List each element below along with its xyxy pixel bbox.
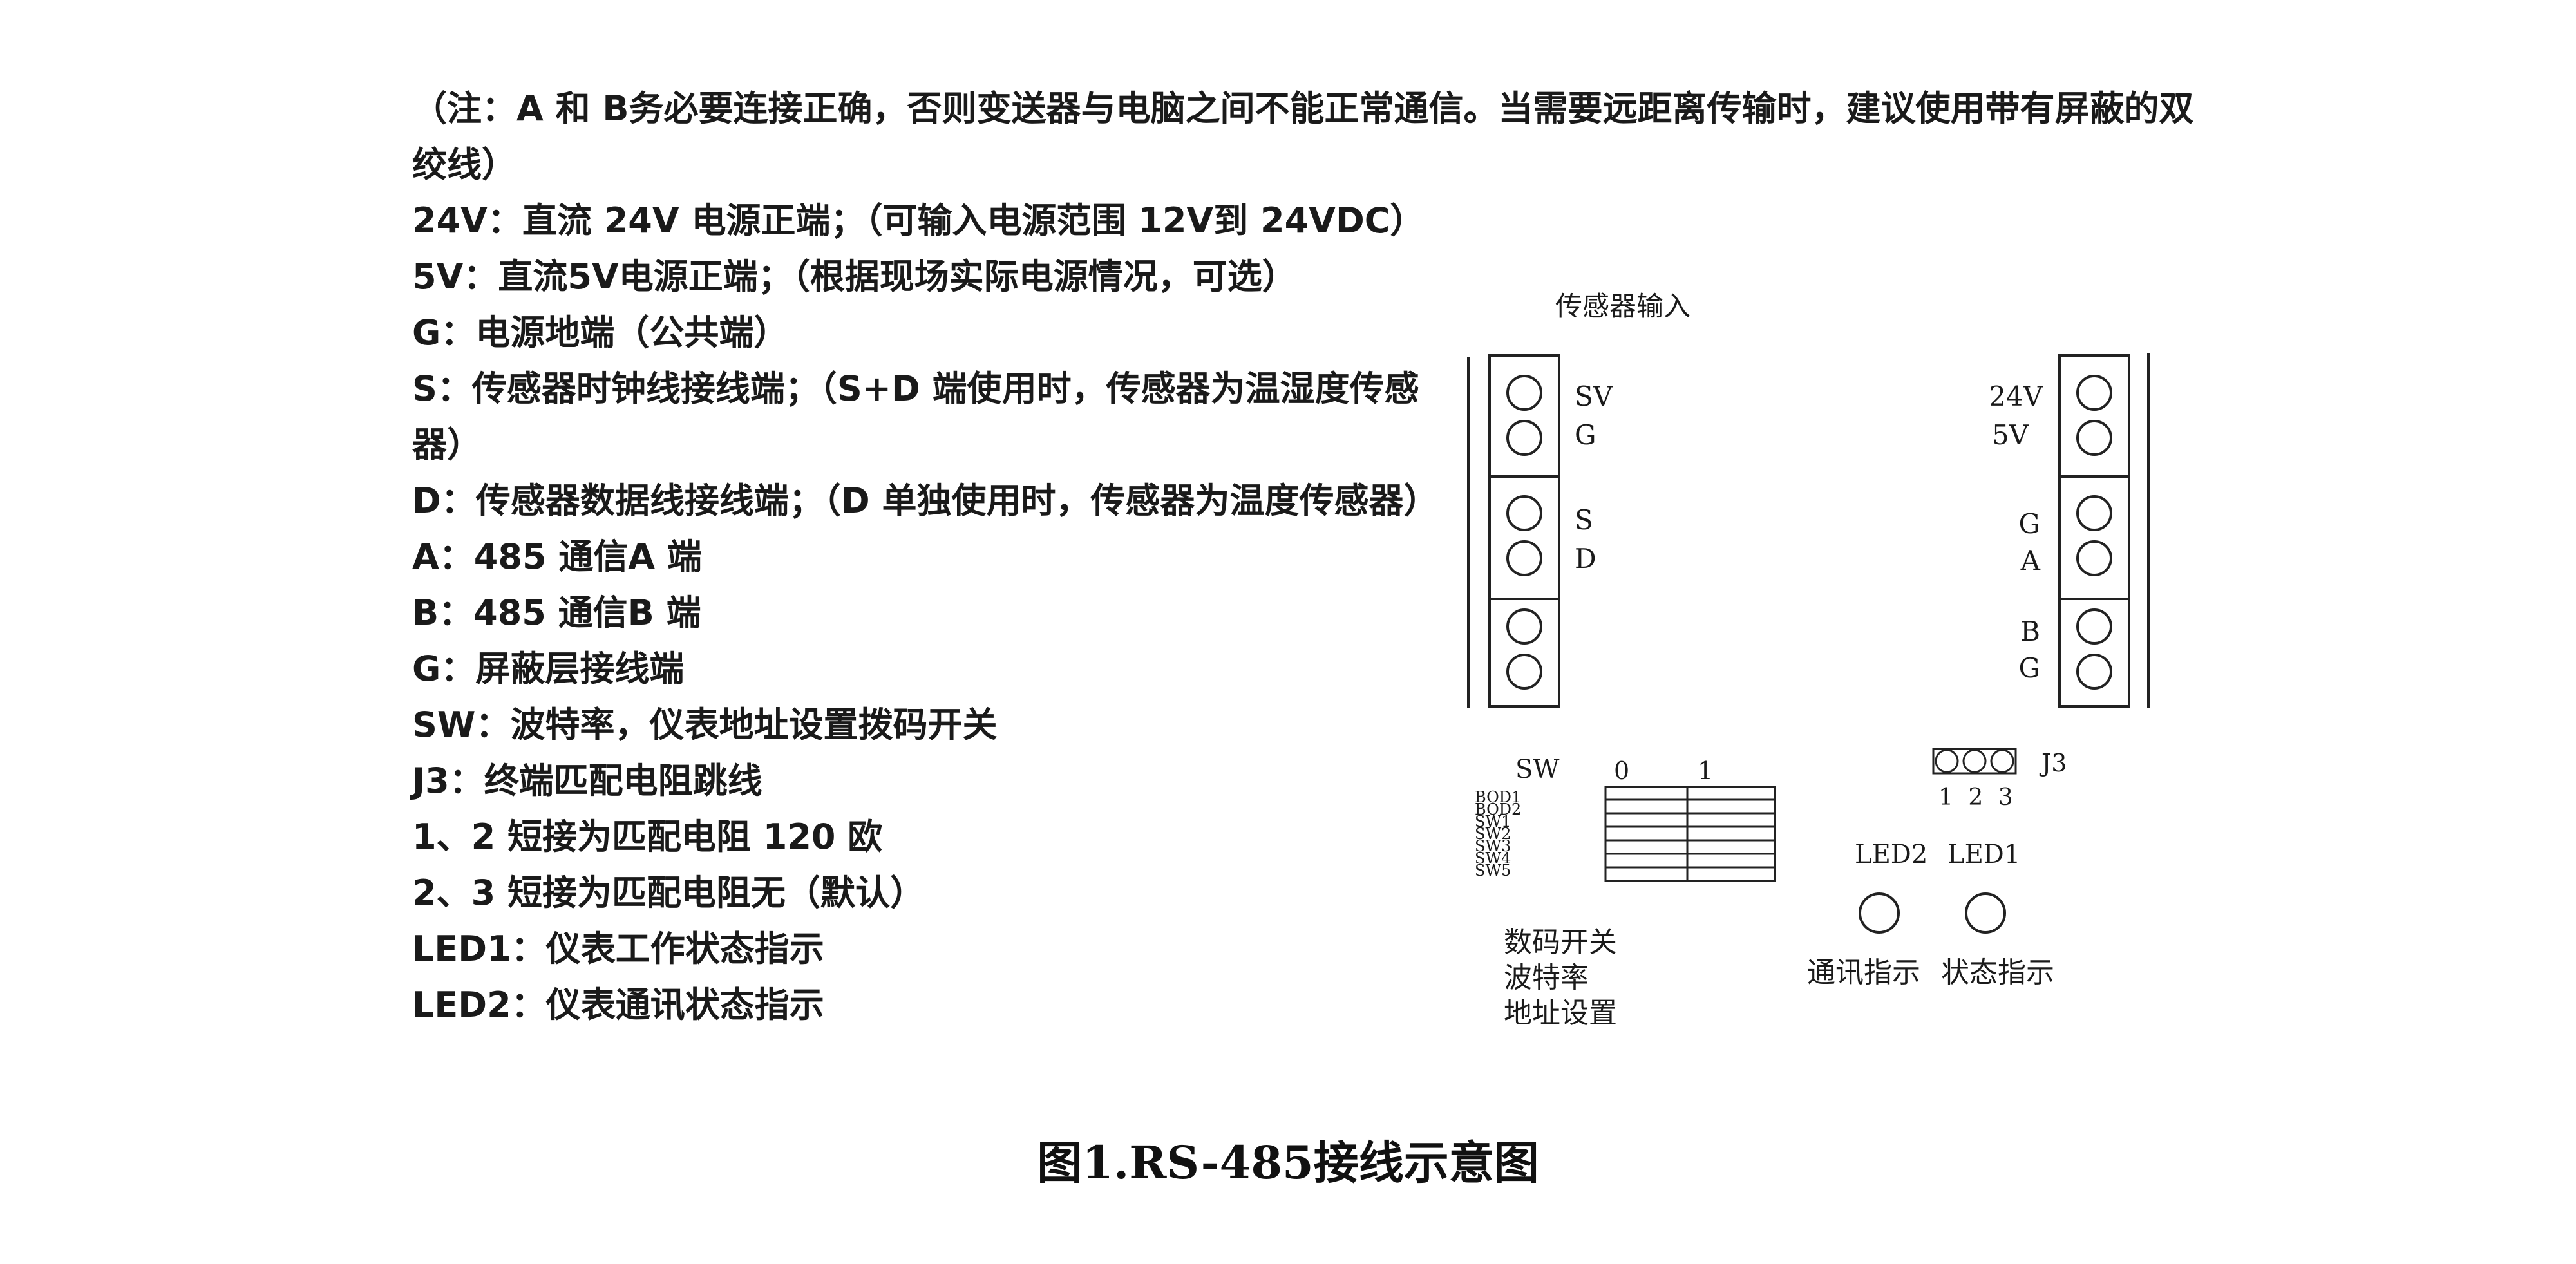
note-line: （注：A 和 B务必要连接正确，否则变送器与电脑之间不能正常通信。当需要远距离传… — [412, 88, 2194, 185]
right-terminal-block — [2058, 353, 2150, 708]
terminal-label: G — [2018, 508, 2040, 540]
led1-caption: 状态指示 — [1941, 956, 2054, 989]
jumper-pin — [1962, 749, 1987, 773]
j3-label: J3 — [2039, 749, 2067, 777]
terminal-hole — [2076, 420, 2112, 456]
j3-jumper — [1932, 748, 2017, 775]
sw-caption: 波特率 — [1504, 961, 1589, 994]
terminal-label: 24V — [1989, 381, 2043, 412]
sw-row-label: SW2 — [1475, 825, 1511, 843]
terminal-label: G — [1575, 419, 1596, 451]
note-line: 1、2 短接为匹配电阻 120 欧 — [412, 816, 883, 857]
terminal-label: S — [1575, 504, 1593, 536]
terminal-hole — [1506, 375, 1542, 411]
jumper-pin — [1990, 749, 2014, 773]
note-line: J3：终端匹配电阻跳线 — [412, 760, 762, 801]
terminal-label: 5V — [1992, 419, 2029, 451]
note-line: D：传感器数据线接线端；（D 单独使用时，传感器为温度传感器） — [412, 480, 1439, 521]
terminal-hole — [1506, 608, 1542, 645]
jumper-pin — [1935, 749, 1959, 773]
terminal-label: A — [2020, 545, 2041, 576]
j3-pin-numbers: 1 2 3 — [1938, 784, 2017, 811]
terminal-notes: （注：A 和 B务必要连接正确，否则变送器与电脑之间不能正常通信。当需要远距离传… — [412, 80, 2228, 1033]
note-line: 24V：直流 24V 电源正端；（可输入电源范围 12V到 24VDC） — [412, 200, 1425, 241]
note-line: 2、3 短接为匹配电阻无（默认） — [412, 873, 925, 913]
note-line: S：传感器时钟线接线端；（S+D 端使用时，传感器为温湿度传感器） — [412, 368, 1419, 465]
sw-col-0: 0 — [1614, 757, 1629, 785]
sw-col-1: 1 — [1698, 757, 1713, 785]
terminal-label: D — [1575, 543, 1596, 574]
note-line: B：485 通信B 端 — [412, 592, 701, 633]
note-line: G：电源地端（公共端） — [412, 312, 789, 353]
sw-switch-grid — [1604, 786, 1776, 882]
led1-label: LED1 — [1947, 840, 2020, 869]
note-line: LED2：仪表通讯状态指示 — [412, 985, 824, 1025]
sw-row-label: SW1 — [1475, 813, 1511, 831]
terminal-hole — [2076, 608, 2112, 645]
led2-caption: 通讯指示 — [1807, 956, 1920, 989]
terminal-hole — [1506, 654, 1542, 690]
note-line: 5V：直流5V电源正端；（根据现场实际电源情况，可选） — [412, 256, 1297, 297]
figure-caption: 图1.RS-485接线示意图 — [1037, 1136, 1539, 1189]
sw-row-label: BOD1 — [1475, 788, 1521, 806]
note-line: LED1：仪表工作状态指示 — [412, 929, 824, 969]
sw-label: SW — [1515, 755, 1560, 784]
sw-row-label: SW5 — [1475, 862, 1511, 880]
terminal-label: B — [2020, 616, 2040, 647]
terminal-label: G — [2018, 652, 2040, 684]
right-terminal-holes — [2076, 375, 2112, 690]
left-terminal-block — [1467, 354, 1560, 708]
terminal-hole — [2076, 495, 2112, 531]
led2-indicator — [1859, 892, 1900, 934]
sw-row-label: SW4 — [1475, 849, 1511, 867]
sensor-input-label: 传感器输入 — [1555, 290, 1690, 322]
sw-caption: 地址设置 — [1504, 997, 1617, 1030]
led2-label: LED2 — [1855, 840, 1927, 869]
terminal-label: SV — [1575, 381, 1613, 412]
led1-indicator — [1965, 892, 2006, 934]
sw-row-labels: BOD1 BOD2 SW1 SW2 SW3 SW4 SW5 — [1475, 788, 1521, 880]
terminal-hole — [2076, 654, 2112, 690]
sw-row-label: SW3 — [1475, 837, 1511, 855]
terminal-hole — [1506, 495, 1542, 531]
note-line: A：485 通信A 端 — [412, 536, 702, 577]
terminal-hole — [1506, 540, 1542, 576]
sw-caption: 数码开关 — [1504, 926, 1617, 959]
terminal-hole — [2076, 375, 2112, 411]
terminal-hole — [1506, 420, 1542, 456]
sw-row-label: BOD2 — [1475, 800, 1521, 818]
note-line: G：屏蔽层接线端 — [412, 648, 685, 689]
terminal-hole — [2076, 540, 2112, 576]
left-terminal-holes — [1506, 375, 1542, 690]
note-line: SW：波特率，仪表地址设置拨码开关 — [412, 704, 998, 745]
